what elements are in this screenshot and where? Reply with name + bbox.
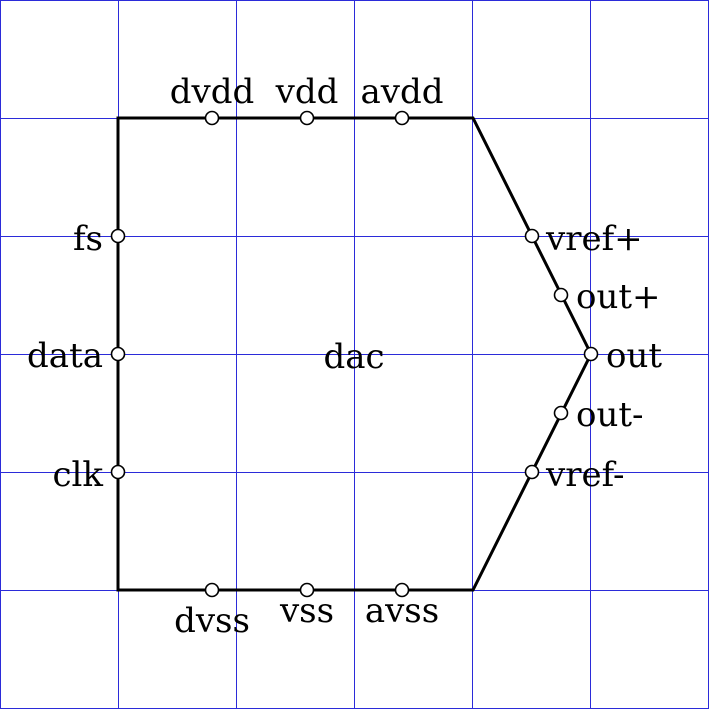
pin-clk-label: clk bbox=[52, 455, 103, 495]
pin-dvss-label: dvss bbox=[174, 601, 250, 641]
pin-out-terminal[interactable] bbox=[583, 346, 599, 362]
pin-vss-terminal[interactable] bbox=[299, 582, 315, 598]
pin-avss-terminal[interactable] bbox=[394, 582, 410, 598]
pin-vref-plus[interactable]: vref+ bbox=[524, 219, 643, 259]
pin-vdd[interactable]: vdd bbox=[275, 72, 339, 126]
pin-avdd[interactable]: avdd bbox=[360, 72, 444, 126]
pin-out[interactable]: out bbox=[583, 336, 663, 376]
pin-vref-minus[interactable]: vref- bbox=[524, 455, 625, 495]
pin-dvdd-terminal[interactable] bbox=[204, 110, 220, 126]
pin-out-minus[interactable]: out- bbox=[553, 395, 644, 435]
pin-vref-minus-terminal[interactable] bbox=[524, 464, 540, 480]
pin-clk-terminal[interactable] bbox=[110, 464, 126, 480]
pin-clk[interactable]: clk bbox=[52, 455, 126, 495]
block-label: dac bbox=[323, 337, 384, 377]
pin-data-label: data bbox=[27, 336, 103, 376]
pin-avdd-label: avdd bbox=[360, 72, 443, 112]
pin-fs-label: fs bbox=[73, 219, 103, 259]
pin-vss-label: vss bbox=[279, 591, 334, 631]
pin-avss[interactable]: avss bbox=[365, 582, 439, 632]
pin-vss[interactable]: vss bbox=[279, 582, 334, 632]
pin-out-minus-label: out- bbox=[576, 395, 644, 435]
pin-vref-plus-terminal[interactable] bbox=[524, 228, 540, 244]
pin-dvdd[interactable]: dvdd bbox=[170, 72, 255, 126]
pin-fs-terminal[interactable] bbox=[110, 228, 126, 244]
pin-fs[interactable]: fs bbox=[73, 219, 126, 259]
pin-out-plus-label: out+ bbox=[576, 277, 661, 317]
pin-avss-label: avss bbox=[365, 591, 439, 631]
pin-out-label: out bbox=[606, 336, 662, 376]
pin-dvss-terminal[interactable] bbox=[204, 582, 220, 598]
pin-data[interactable]: data bbox=[27, 336, 126, 376]
pin-dvss[interactable]: dvss bbox=[174, 582, 250, 642]
pin-vdd-label: vdd bbox=[275, 72, 339, 112]
pin-data-terminal[interactable] bbox=[110, 346, 126, 362]
pin-out-minus-terminal[interactable] bbox=[553, 405, 569, 421]
pin-vref-plus-label: vref+ bbox=[545, 219, 643, 259]
pin-out-plus-terminal[interactable] bbox=[553, 287, 569, 303]
pin-avdd-terminal[interactable] bbox=[394, 110, 410, 126]
pin-vref-minus-label: vref- bbox=[545, 455, 624, 495]
pin-vdd-terminal[interactable] bbox=[299, 110, 315, 126]
pin-dvdd-label: dvdd bbox=[170, 72, 255, 112]
pin-out-plus[interactable]: out+ bbox=[553, 277, 661, 317]
